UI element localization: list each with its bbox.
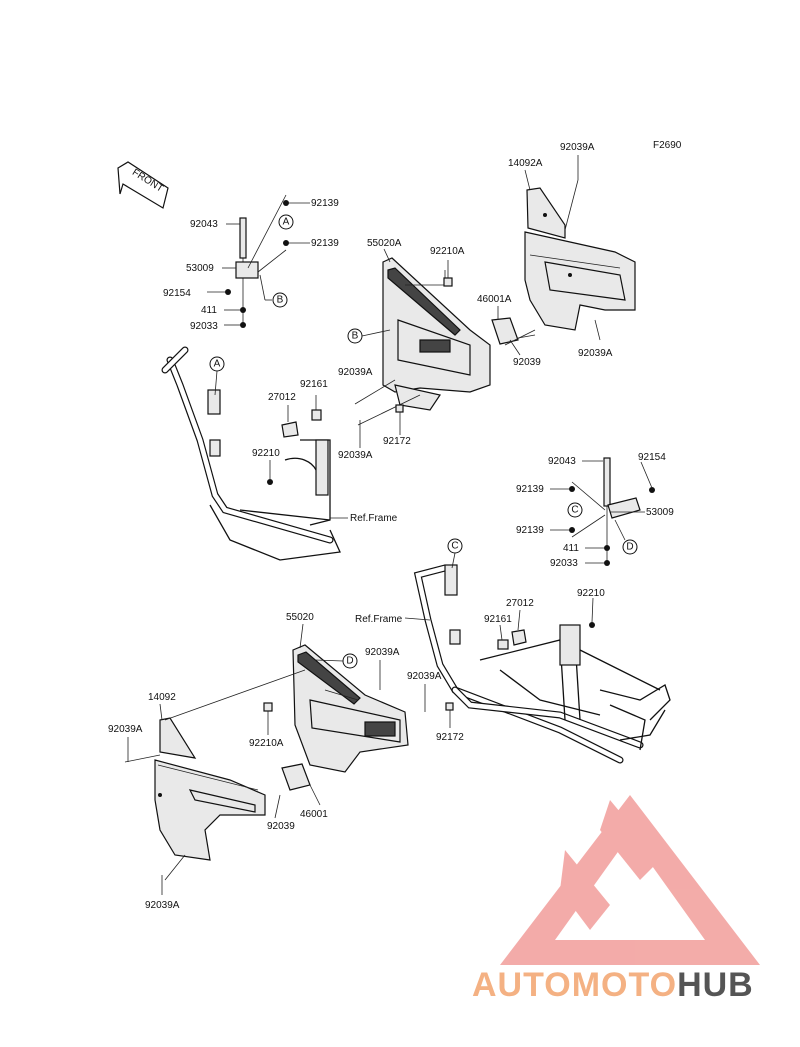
callout-a-frame: A [209, 356, 225, 396]
label-92039a-mid: 92039A [338, 367, 373, 378]
bolt-92172-b [445, 702, 454, 728]
svg-text:D: D [626, 542, 633, 553]
label-27012-a: 27012 [268, 392, 296, 403]
callout-a-top: A [278, 214, 294, 230]
label-92033-b: 92033 [550, 558, 578, 569]
floor-panel-55020 [292, 644, 409, 773]
label-14092a: 14092A [508, 158, 543, 169]
label-411-a: 411 [201, 305, 217, 316]
label-55020a: 55020A [367, 238, 402, 249]
bolt-92172-a [395, 404, 404, 413]
label-27012-b: 27012 [506, 598, 534, 609]
label-92154-a: 92154 [163, 288, 191, 299]
bracket-46001 [274, 763, 321, 819]
label-92039a-b2: 92039A [407, 671, 442, 682]
callout-d-right: D [622, 539, 638, 555]
label-92039a-l: 92039A [108, 724, 143, 735]
label-92043-b: 92043 [548, 456, 576, 467]
watermark-triangle [500, 795, 760, 965]
watermark-text-auto: AUTOMOTO [472, 966, 677, 1004]
floor-panel-55020a [382, 257, 491, 411]
label-92161-a: 92161 [300, 379, 328, 390]
ref-frame-label-upper: Ref.Frame [350, 513, 398, 524]
label-92039a-r: 92039A [578, 348, 613, 359]
label-92172-b: 92172 [436, 732, 464, 743]
callout-d-panel: D [314, 653, 358, 669]
front-arrow: FRONT [117, 161, 169, 209]
frame-upper-left [161, 346, 341, 561]
label-53009-a: 53009 [186, 263, 214, 274]
svg-text:C: C [571, 505, 578, 516]
label-92139-d: 92139 [516, 525, 544, 536]
label-92039a-bot: 92039A [145, 900, 180, 911]
bracket-group-right [550, 457, 655, 566]
label-92039a-low: 92039A [338, 450, 373, 461]
bracket-group-upper [207, 194, 310, 328]
label-92210a-b: 92210A [249, 738, 284, 749]
label-411-b: 411 [563, 543, 579, 554]
side-panel-14092 [154, 717, 266, 861]
callout-c-frame: C [447, 538, 463, 569]
label-92139-a: 92139 [311, 198, 339, 209]
label-92039-a: 92039 [513, 357, 541, 368]
label-92139-c: 92139 [516, 484, 544, 495]
label-92033-a: 92033 [190, 321, 218, 332]
svg-text:A: A [283, 217, 290, 228]
label-92210-a: 92210 [252, 448, 280, 459]
svg-text:A: A [214, 359, 221, 370]
label-92039-b: 92039 [267, 821, 295, 832]
label-55020: 55020 [286, 612, 314, 623]
svg-text:B: B [352, 331, 359, 342]
label-14092: 14092 [148, 692, 176, 703]
label-92039a-top: 92039A [560, 142, 595, 153]
label-92154-b: 92154 [638, 452, 666, 463]
callout-b-top: B [272, 292, 288, 308]
label-92161-b: 92161 [484, 614, 512, 625]
label-46001a: 46001A [477, 294, 512, 305]
watermark-logo [500, 795, 760, 965]
svg-text:C: C [451, 541, 458, 552]
label-53009-b: 53009 [646, 507, 674, 518]
watermark-wordmark: AUTOMOTOHUB [472, 966, 754, 1004]
bolt-92210a-a [443, 260, 453, 287]
callout-b-mid: B [347, 328, 391, 344]
label-92210a-a: 92210A [430, 246, 465, 257]
svg-text:D: D [346, 656, 353, 667]
ref-frame-label-lower: Ref.Frame [355, 614, 403, 625]
svg-text:B: B [277, 295, 284, 306]
side-panel-14092a [524, 187, 636, 331]
label-92043-a: 92043 [190, 219, 218, 230]
label-46001: 46001 [300, 809, 328, 820]
svg-text:AUTOMOTOHUB: AUTOMOTOHUB [472, 966, 754, 1004]
watermark-text-hub: HUB [677, 966, 754, 1004]
bolt-92210a-b [263, 702, 273, 735]
label-92172-a: 92172 [383, 436, 411, 447]
label-92039a-b1: 92039A [365, 647, 400, 658]
frame-lower-right [413, 564, 671, 764]
figure-code: F2690 [653, 140, 682, 151]
bracket-46001a [491, 306, 536, 346]
label-92139-b: 92139 [311, 238, 339, 249]
label-92210-b: 92210 [577, 588, 605, 599]
callout-c-right: C [567, 502, 583, 518]
